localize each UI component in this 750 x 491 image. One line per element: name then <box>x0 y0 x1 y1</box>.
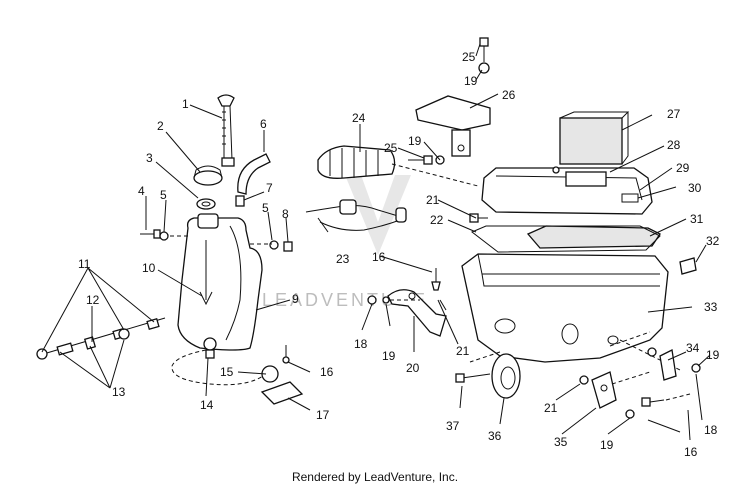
callout-9: 9 <box>292 292 299 306</box>
callout-31: 31 <box>690 212 704 226</box>
pulley-bolt <box>455 373 491 383</box>
lower-fasteners <box>625 393 691 433</box>
callout-26: 26 <box>502 88 516 102</box>
fuel-outlet-fitting <box>203 337 217 359</box>
tank-mount-bracket <box>260 345 304 405</box>
tank-bolt-right <box>269 240 293 252</box>
watermark-logo <box>345 175 411 255</box>
callout-22: 22 <box>430 213 444 227</box>
mount-bracket-center <box>367 268 447 337</box>
air-box-gasket <box>471 225 661 253</box>
fuel-cap <box>193 165 223 186</box>
callout-34: 34 <box>686 341 700 355</box>
callout-10: 10 <box>142 261 156 275</box>
callout-1: 1 <box>182 97 189 111</box>
right-bracket <box>647 347 701 381</box>
callout-3: 3 <box>146 151 153 165</box>
callout-2: 2 <box>157 119 164 133</box>
fuel-tank <box>177 213 263 351</box>
drive-pulley-cover <box>491 353 521 399</box>
callout-15: 15 <box>220 365 234 379</box>
callout-19-mid: 19 <box>408 134 422 148</box>
callout-32: 32 <box>706 234 720 248</box>
breather-hose <box>305 199 407 231</box>
fuel-gauge-sender <box>217 94 235 167</box>
callout-18-center: 18 <box>354 337 368 351</box>
callout-16-right: 16 <box>684 445 698 459</box>
lower-bracket <box>579 371 651 409</box>
callout-29: 29 <box>676 161 690 175</box>
bracket-bolt <box>408 155 445 165</box>
callout-25-upper: 25 <box>462 50 476 64</box>
upper-bracket <box>415 95 491 157</box>
callout-21-center: 21 <box>456 344 470 358</box>
callout-4: 4 <box>138 184 145 198</box>
watermark-text: LEADVENTURE <box>262 290 428 310</box>
air-filter-element <box>526 225 661 249</box>
callout-36: 36 <box>488 429 502 443</box>
upper-bolt <box>478 37 490 74</box>
lid-screw <box>469 213 488 223</box>
callout-14: 14 <box>200 398 214 412</box>
callout-16-center: 16 <box>372 250 386 264</box>
callout-24: 24 <box>352 111 366 125</box>
callout-33: 33 <box>704 300 718 314</box>
callout-5-left: 5 <box>160 188 167 202</box>
callout-16-left: 16 <box>320 365 334 379</box>
callout-23: 23 <box>336 252 350 266</box>
callout-21-upper: 21 <box>426 193 440 207</box>
callout-13: 13 <box>112 385 126 399</box>
air-box-base <box>461 253 681 371</box>
tank-bolt-left <box>140 229 169 241</box>
latch-clip <box>679 257 697 275</box>
cap-gasket <box>196 198 216 210</box>
vent-hose <box>237 153 271 195</box>
callout-19-center: 19 <box>382 349 396 363</box>
callout-19-lower: 19 <box>600 438 614 452</box>
air-box-lid <box>481 166 653 215</box>
callout-25-lower: 25 <box>384 141 398 155</box>
callout-11: 11 <box>78 257 91 271</box>
callout-19-right: 19 <box>706 348 720 362</box>
callout-27: 27 <box>667 107 681 121</box>
intake-duct <box>317 145 479 187</box>
callout-7: 7 <box>266 181 273 195</box>
callout-6: 6 <box>260 117 267 131</box>
callout-37: 37 <box>446 419 460 433</box>
callout-5-right: 5 <box>262 201 269 215</box>
callout-20: 20 <box>406 361 420 375</box>
callout-21-lower: 21 <box>544 401 558 415</box>
callout-8: 8 <box>282 207 289 221</box>
lid-foam-insert <box>559 111 630 165</box>
callout-18-right: 18 <box>704 423 718 437</box>
callout-28: 28 <box>667 138 681 152</box>
fuel-line-fittings <box>36 317 166 360</box>
callout-30: 30 <box>688 181 702 195</box>
callout-17: 17 <box>316 408 330 422</box>
vent-fitting <box>235 195 245 207</box>
footer-credit: Rendered by LeadVenture, Inc. <box>291 470 459 484</box>
callout-12: 12 <box>86 293 100 307</box>
callout-35: 35 <box>554 435 568 449</box>
callout-19-upper: 19 <box>464 74 478 88</box>
leader-lines <box>41 43 711 441</box>
callout-labels: 1 2 3 4 5 6 7 5 8 11 10 9 12 13 14 15 16… <box>78 50 720 459</box>
